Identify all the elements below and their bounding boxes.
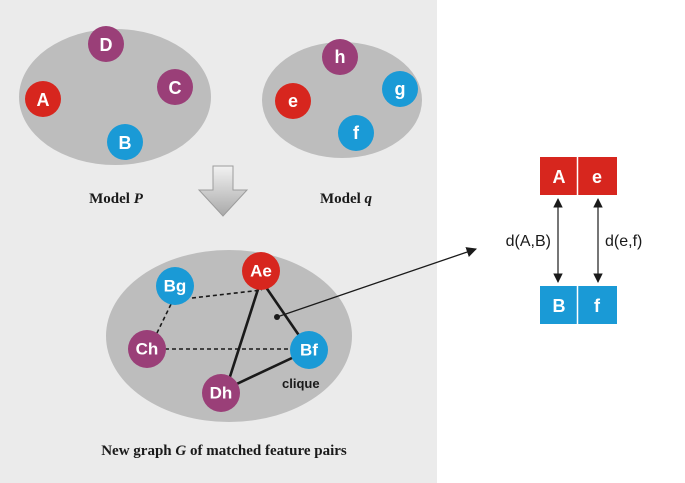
model-q-ellipse xyxy=(262,42,422,158)
model-p-ellipse xyxy=(19,29,211,165)
graph-node-ch-label: Ch xyxy=(136,340,159,359)
model-q-caption: Model q xyxy=(320,191,373,207)
pointer-arrow xyxy=(276,247,477,318)
model-p-node-a-label: A xyxy=(37,90,50,110)
model-q-node-e: e xyxy=(275,83,311,119)
model-p-node-a: A xyxy=(25,81,61,117)
down-arrow-icon xyxy=(197,165,249,217)
model-q-node-f-label: f xyxy=(353,123,360,143)
model-p-node-b-label: B xyxy=(119,133,132,153)
distance-label-right: d(e,f) xyxy=(605,233,642,250)
model-q-node-e-label: e xyxy=(288,91,298,111)
clique-label: clique xyxy=(282,376,320,391)
model-p-node-b: B xyxy=(107,124,143,160)
edge-bg-ae xyxy=(191,289,263,299)
graph-g-group: Ae Bg Ch Bf Dh clique xyxy=(106,250,352,422)
graph-node-dh: Dh xyxy=(202,374,240,412)
graph-node-bg: Bg xyxy=(156,267,194,305)
distance-label-left: d(A,B) xyxy=(506,233,551,250)
model-p-node-c-label: C xyxy=(169,78,182,98)
model-q-node-g-label: g xyxy=(395,79,406,99)
model-q-node-h-label: h xyxy=(335,47,346,67)
model-p-group: D A C B xyxy=(19,26,211,165)
graph-g-caption: New graph G of matched feature pairs xyxy=(101,443,347,459)
graph-node-ae: Ae xyxy=(242,252,280,290)
graph-node-bf-label: Bf xyxy=(300,341,318,360)
pair-bottom: B f xyxy=(540,286,617,324)
graph-node-bf: Bf xyxy=(290,331,328,369)
pair-bottom-right-label: f xyxy=(594,296,601,316)
pair-top-right-label: e xyxy=(592,167,602,187)
model-q-group: h e g f xyxy=(262,39,422,158)
clique-triangle xyxy=(223,277,311,392)
pair-bottom-left-label: B xyxy=(553,296,566,316)
model-p-node-c: C xyxy=(157,69,193,105)
model-q-node-h: h xyxy=(322,39,358,75)
model-p-node-d: D xyxy=(88,26,124,62)
graph-node-ae-label: Ae xyxy=(250,262,272,281)
model-p-node-d-label: D xyxy=(100,35,113,55)
model-q-node-g: g xyxy=(382,71,418,107)
graph-node-bg-label: Bg xyxy=(164,277,187,296)
graph-node-ch: Ch xyxy=(128,330,166,368)
model-p-caption: Model P xyxy=(89,191,144,207)
model-q-node-f: f xyxy=(338,115,374,151)
pair-top: A e xyxy=(540,157,617,195)
graph-node-dh-label: Dh xyxy=(210,384,233,403)
pair-top-left-label: A xyxy=(553,167,566,187)
